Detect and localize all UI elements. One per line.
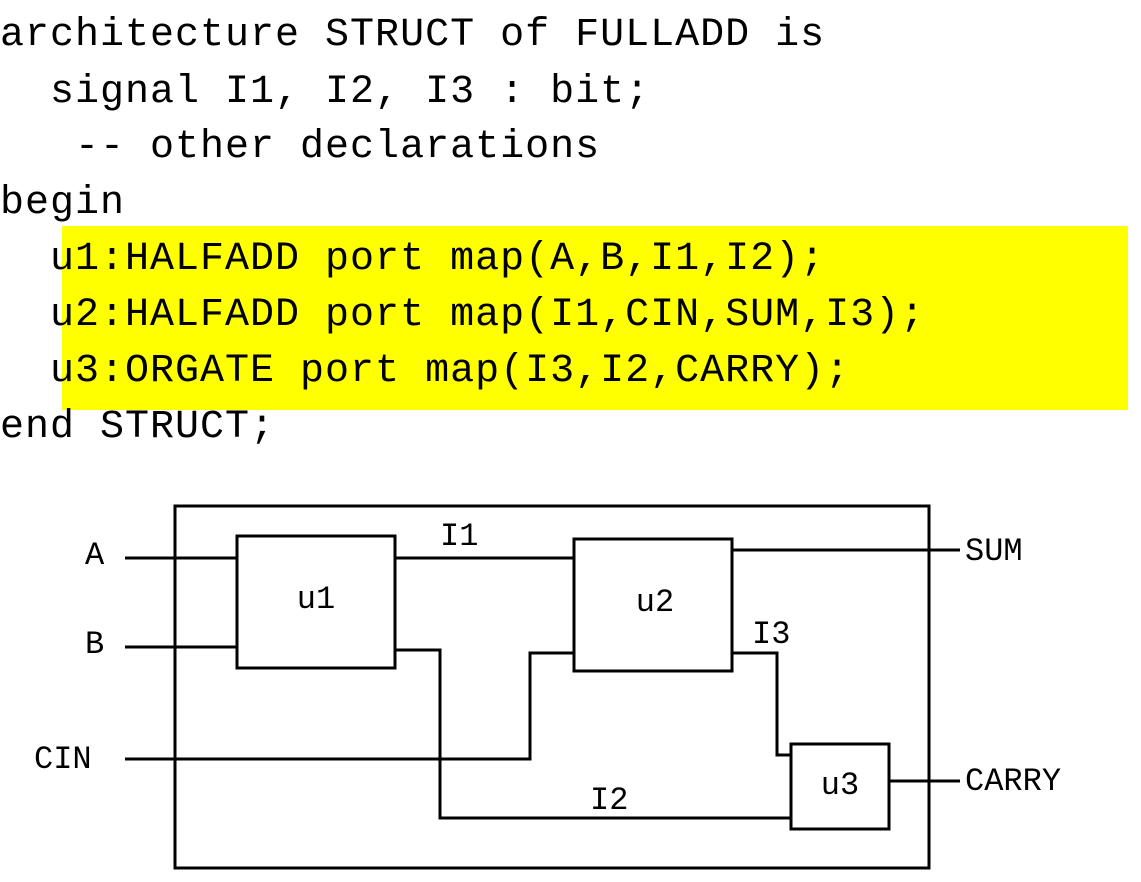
highlighted-code-block <box>62 226 1128 410</box>
port-carry-label: CARRY <box>965 763 1061 800</box>
u1-block <box>235 534 397 670</box>
u1-label: u1 <box>297 581 335 618</box>
u3-block <box>789 742 891 831</box>
code-line-6: u2:HALFADD port map(I1,CIN,SUM,I3); <box>0 293 926 338</box>
code-line-4: begin <box>0 181 126 226</box>
port-a-label: A <box>85 537 105 574</box>
wire-cin <box>125 651 574 761</box>
signal-i1-label: I1 <box>440 518 478 555</box>
code-line-3: -- other declarations <box>0 125 601 170</box>
port-cin-label: CIN <box>34 741 92 778</box>
u2-label: u2 <box>636 584 674 621</box>
code-line-2: signal I1, I2, I3 : bit; <box>0 70 651 115</box>
code-line-8: end STRUCT; <box>0 405 276 450</box>
code-line-7: u3:ORGATE port map(I3,I2,CARRY); <box>0 349 851 394</box>
wire-i3 <box>732 651 791 757</box>
signal-i3-label: I3 <box>752 616 790 653</box>
code-line-5: u1:HALFADD port map(A,B,I1,I2); <box>0 237 826 282</box>
signal-i2-label: I2 <box>590 782 628 819</box>
port-b-label: B <box>85 626 104 663</box>
port-sum-label: SUM <box>965 533 1023 570</box>
wire-i2 <box>395 648 791 820</box>
u3-label: u3 <box>821 767 859 804</box>
fulladd-frame <box>173 504 931 870</box>
u2-block <box>572 537 734 673</box>
code-line-1: architecture STRUCT of FULLADD is <box>0 13 826 58</box>
